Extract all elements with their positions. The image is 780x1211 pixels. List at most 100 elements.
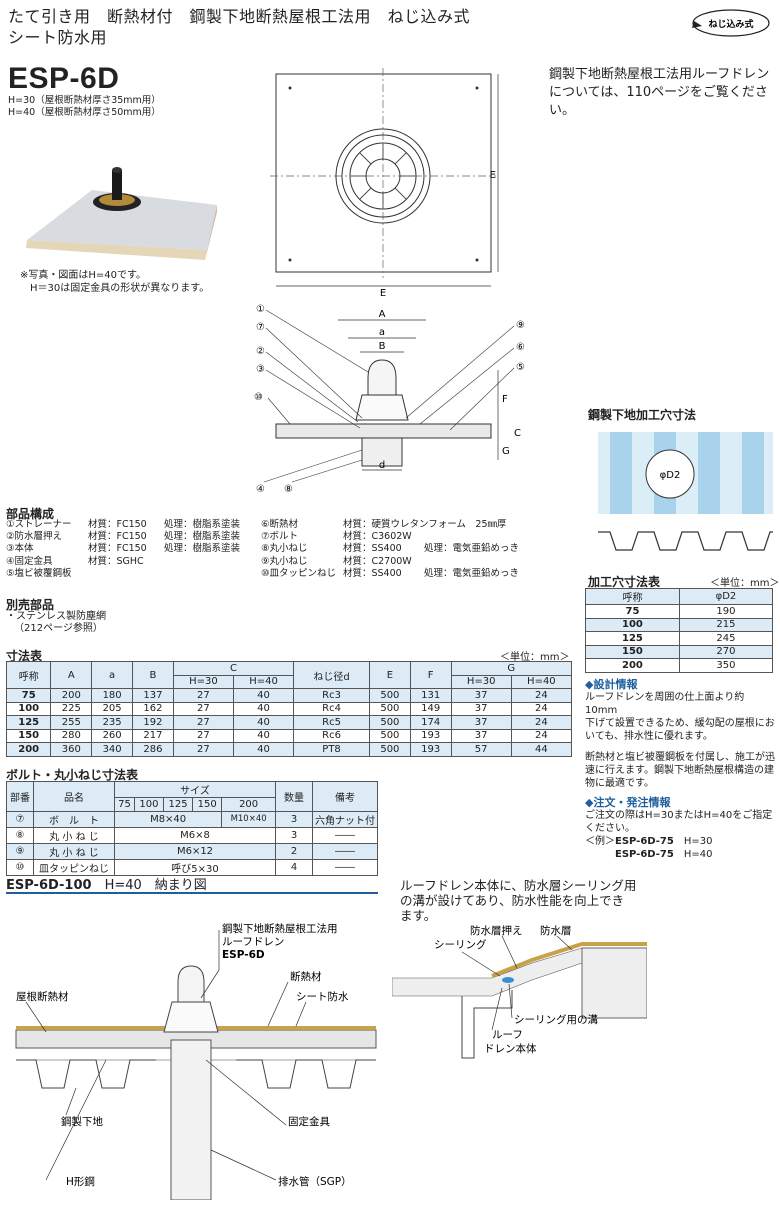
dims-cell: 37	[450, 688, 512, 703]
dims-cell: Rc4	[293, 701, 370, 716]
bolt-row-qty: 2	[275, 842, 313, 860]
order-example-2-h: H=40	[683, 849, 713, 860]
install-title: ESP-6D-100 H=40 納まり図	[6, 874, 207, 893]
label-drain-body-2: ドレン本体	[484, 1042, 537, 1055]
dim-f: F	[502, 394, 508, 405]
dims-cell: 174	[409, 715, 452, 730]
bolts-header-note: 備考	[312, 781, 378, 812]
dims-cell: 131	[409, 688, 452, 703]
bolts-size-header: 100	[133, 797, 165, 812]
dims-row-name: 200	[5, 742, 52, 757]
label-roof-insulation: 屋根断熱材	[16, 990, 69, 1003]
dims-cell: 40	[232, 715, 295, 730]
holes-table-unit: ＜単位：mm＞	[710, 578, 780, 589]
screw-type-badge: ねじ込み式	[690, 6, 772, 40]
design-line: いても、排水性に優れます。	[585, 731, 713, 742]
bolt-row-no: ⑩	[6, 858, 34, 876]
reference-line2: については、110ページをご覧ください。	[549, 85, 768, 118]
dims-cell: 500	[368, 742, 411, 757]
part-1-process: 処理：樹脂系塗装	[164, 519, 241, 530]
badge-text: ねじ込み式	[708, 18, 753, 30]
part-5-name: ⑤塩ビ被覆鋼板	[6, 567, 72, 579]
bolts-size-header: 200	[221, 797, 276, 812]
bolts-size-header: 150	[192, 797, 223, 812]
order-title: ◆注文・発注情報	[585, 796, 671, 809]
separate-item-1: ・ステンレス製防塵網	[6, 611, 106, 622]
holes-row-value: 190	[678, 604, 774, 619]
bolt-row-name: 丸 小 ね じ	[33, 826, 115, 844]
dims-cell: 27	[172, 688, 234, 703]
bolt-row-size-200: M10×40	[221, 810, 276, 828]
dims-header-d: ねじ径d	[293, 661, 370, 689]
part-6-material: 材質：硬質ウレタンフォーム 25㎜厚	[343, 519, 507, 530]
holes-row-value: 350	[678, 658, 774, 673]
bolt-row-note: ――	[312, 858, 378, 876]
dim-e-horizontal: E	[380, 288, 386, 298]
subtitle-h30: H=30（屋根断熱材厚さ35mm用）	[8, 95, 161, 106]
dims-row-name: 125	[5, 715, 52, 730]
dims-cell: 217	[132, 728, 174, 743]
top-view-drawing: E E	[270, 68, 510, 302]
install-drawing: 鋼製下地断熱屋根工法用 ルーフドレン ESP-6D 断熱材 屋根断熱材 シート防…	[6, 910, 386, 1204]
dims-cell: PT8	[293, 742, 370, 757]
dims-title: 寸法表	[6, 649, 43, 663]
dims-cell: 27	[172, 728, 234, 743]
order-line: ください。	[585, 823, 635, 834]
part-9-name: ⑨丸小ねじ	[261, 555, 308, 567]
label-drain-1: 鋼製下地断熱屋根工法用	[222, 922, 338, 935]
dims-header-a: a	[91, 661, 134, 689]
order-example-2: ESP-6D-75	[615, 849, 674, 860]
dims-cell: 44	[510, 742, 573, 757]
callout-10: ⑩	[254, 392, 263, 403]
dims-cell: 360	[50, 742, 93, 757]
dims-cell: 149	[409, 701, 452, 716]
design-line: 断熱材と塩ビ被覆鋼板を付属し、施工が迅	[585, 752, 775, 763]
dim-b: B	[379, 341, 386, 352]
seal-description: ルーフドレン本体に、防水層シーリング用 の溝が設けてあり、防水性能を向上でき ま…	[400, 878, 640, 923]
hole-section-title: 鋼製下地加工穴寸法	[588, 408, 697, 422]
dims-cell: 24	[510, 688, 573, 703]
part-4-material: 材質：SGHC	[88, 555, 144, 567]
bolt-row-name: ボ ル ト	[33, 810, 115, 828]
dims-cell: 205	[91, 701, 134, 716]
bolt-row-qty: 3	[275, 826, 313, 844]
dims-cell: 192	[132, 715, 174, 730]
dims-header-C: C	[172, 661, 295, 676]
dims-cell: 24	[510, 728, 573, 743]
part-10-process: 処理：電気亜鉛めっき	[424, 567, 520, 579]
install-title-rest: H=40 納まり図	[104, 878, 207, 893]
part-3-process: 処理：樹脂系塗装	[164, 543, 241, 555]
bolt-row-qty: 4	[275, 858, 313, 876]
holes-row-name: 125	[585, 631, 680, 646]
seal-detail-drawing: 防水層押え 防水層 シーリング シーリング用の溝 ルーフ ドレン本体	[391, 918, 648, 1072]
bolts-title: ボルト・丸小ねじ寸法表	[6, 768, 139, 782]
reference-note: 鋼製下地断熱屋根工法用ルーフドレン については、110ページをご覧ください。	[549, 66, 774, 120]
part-7-name: ⑦ボルト	[261, 531, 299, 543]
label-seal-groove: シーリング用の溝	[514, 1013, 598, 1026]
bolt-row-size: M6×12	[114, 842, 276, 860]
part-3-material: 材質：FC150	[88, 543, 147, 555]
bolts-header-part: 部番	[6, 781, 34, 812]
label-waterproof-press: 防水層押え	[470, 924, 523, 937]
order-example-label: ＜例＞	[585, 836, 615, 847]
label-sheet-waterproof: シート防水	[296, 990, 349, 1003]
dims-cell: 40	[232, 742, 295, 757]
part-7-material: 材質：C3602W	[343, 531, 412, 543]
callout-1: ①	[256, 304, 265, 315]
hole-diagram: φD2	[598, 432, 773, 566]
dims-cell: 235	[91, 715, 134, 730]
design-line: ルーフドレンを周囲の仕上面より約10mm	[585, 692, 745, 716]
holes-header-name: 呼称	[585, 588, 680, 605]
dims-unit: ＜単位：mm＞	[500, 652, 570, 663]
section-drawing: A a B d F G C ① ⑦ ② ③ ⑩ ④ ⑧ ⑨ ⑥ ⑤	[250, 300, 530, 504]
holes-row-name: 75	[585, 604, 680, 619]
bolts-header-name: 品名	[33, 781, 115, 812]
dims-row-name: 75	[5, 688, 52, 703]
part-8-name: ⑧丸小ねじ	[261, 543, 308, 555]
install-title-rule	[6, 892, 378, 894]
photo-note-2: H＝30は固定金具の形状が異なります。	[20, 283, 210, 294]
bolt-row-note: ――	[312, 842, 378, 860]
page-header: たて引き用 断熱材付 鋼製下地断熱屋根工法用 ねじ込み式 シート防水用	[8, 6, 470, 48]
dims-cell: 162	[132, 701, 174, 716]
seal-text-line: ます。	[400, 908, 437, 923]
